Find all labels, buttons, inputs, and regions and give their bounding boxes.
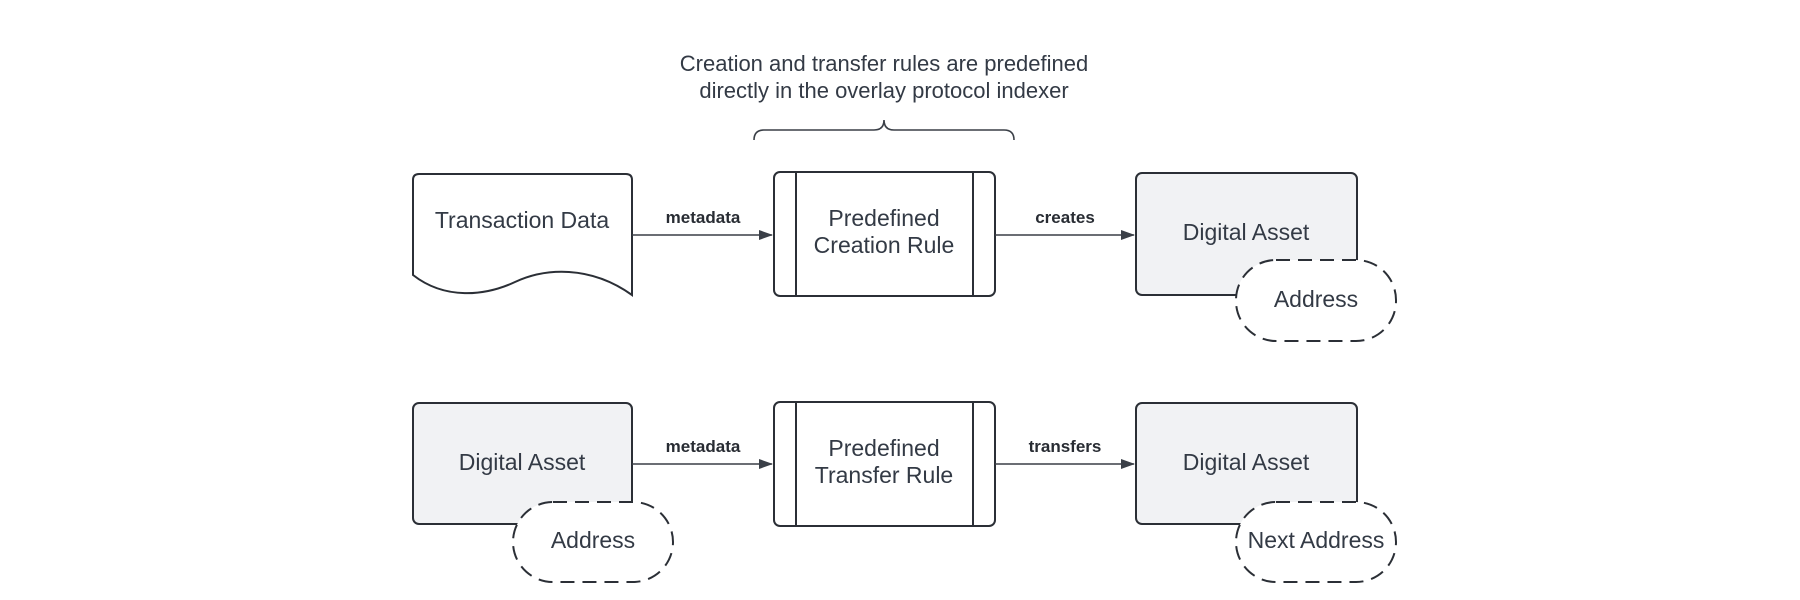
row2-metadata-label: metadata xyxy=(666,437,741,456)
row1-digital-asset-label: Digital Asset xyxy=(1183,219,1310,245)
transfer-rule-node xyxy=(773,401,996,527)
transfer-rule-label-1: Predefined xyxy=(828,435,939,461)
row1-creates-label: creates xyxy=(1035,208,1095,227)
creation-rule-label-1: Predefined xyxy=(828,205,939,231)
creation-rule-node xyxy=(773,171,996,297)
creation-rule-label-2: Creation Rule xyxy=(814,232,955,258)
row1-address-label: Address xyxy=(1274,286,1358,312)
annotation-line-1: Creation and transfer rules are predefin… xyxy=(680,51,1088,76)
row2-source-digital-asset-label: Digital Asset xyxy=(459,449,586,475)
annotation-line-2: directly in the overlay protocol indexer xyxy=(699,78,1068,103)
row2-next-address-label: Next Address xyxy=(1248,527,1385,553)
row2-next-address-node xyxy=(1235,501,1397,583)
row1-metadata-label: metadata xyxy=(666,208,741,227)
row2-source-address-node xyxy=(512,501,674,583)
row2-source-address-label: Address xyxy=(551,527,635,553)
transfer-rule-label-2: Transfer Rule xyxy=(815,462,953,488)
annotation-brace xyxy=(753,119,1015,141)
transaction-data-node xyxy=(412,173,633,297)
row2-transfers-label: transfers xyxy=(1029,437,1102,456)
transaction-data-label: Transaction Data xyxy=(435,207,609,233)
row2-target-digital-asset-label: Digital Asset xyxy=(1183,449,1310,475)
row1-address-node xyxy=(1235,259,1397,342)
